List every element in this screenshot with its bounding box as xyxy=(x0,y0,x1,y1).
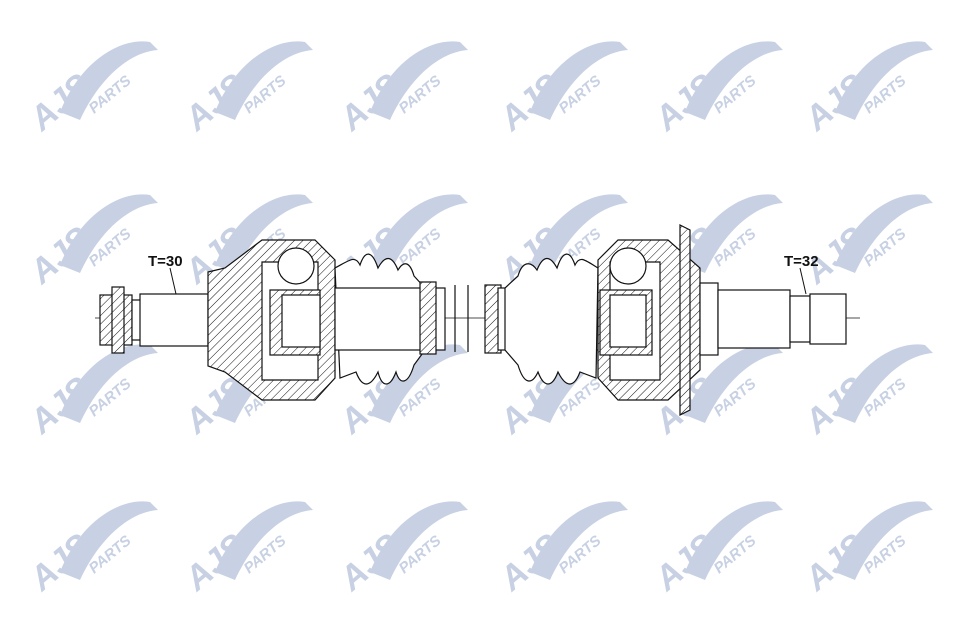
watermark-swoosh xyxy=(530,194,628,273)
watermark-swoosh xyxy=(835,501,933,580)
watermark-swoosh xyxy=(370,344,468,423)
watermark-swoosh xyxy=(370,501,468,580)
watermark-swoosh xyxy=(60,41,158,120)
watermark-swoosh xyxy=(835,344,933,423)
watermark-swoosh xyxy=(60,501,158,580)
watermark-swoosh xyxy=(685,344,783,423)
left-thread-label: T=30 xyxy=(148,253,183,270)
watermark-swoosh xyxy=(215,344,313,423)
watermark-swoosh xyxy=(215,501,313,580)
watermark-swoosh xyxy=(215,41,313,120)
right-thread-label: T=32 xyxy=(784,253,819,270)
watermark-swoosh xyxy=(685,194,783,273)
watermark-swoosh xyxy=(530,344,628,423)
right-label-leader xyxy=(799,267,807,295)
watermark-swoosh xyxy=(215,194,313,273)
watermark-swoosh xyxy=(370,194,468,273)
watermark-swoosh xyxy=(60,194,158,273)
watermark-swoosh xyxy=(835,194,933,273)
right-joint xyxy=(467,224,847,416)
left-joint xyxy=(99,239,456,401)
watermark-swoosh xyxy=(835,41,933,120)
watermark-swoosh xyxy=(530,501,628,580)
left-label-leader xyxy=(169,267,177,295)
watermark-swoosh xyxy=(370,41,468,120)
watermark-swoosh xyxy=(685,41,783,120)
watermark-swoosh xyxy=(685,501,783,580)
watermark-swoosh xyxy=(530,41,628,120)
watermark-swoosh xyxy=(60,344,158,423)
